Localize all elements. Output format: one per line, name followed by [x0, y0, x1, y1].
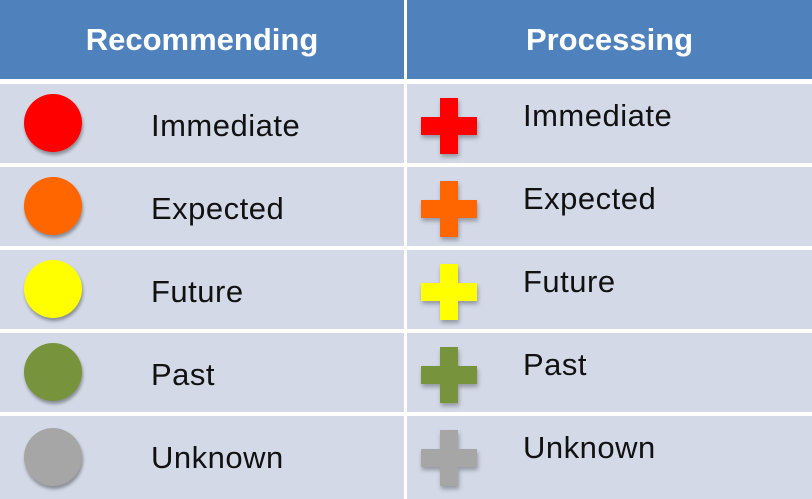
recommending-row-past: Past [0, 333, 404, 412]
recommending-row-immediate: Immediate [0, 84, 404, 163]
processing-row-expected: Expected [407, 167, 812, 246]
processing-row-unknown: Unknown [407, 416, 812, 499]
processing-header: Processing [407, 0, 812, 79]
recommending-row-expected: Expected [0, 167, 404, 246]
red-cross-icon [421, 98, 477, 154]
processing-label: Future [523, 264, 616, 299]
orange-circle-icon [24, 177, 82, 235]
gray-circle-icon [24, 428, 82, 486]
recommending-label: Unknown [151, 440, 284, 475]
recommending-row-future: Future [0, 250, 404, 329]
processing-label: Unknown [523, 430, 656, 465]
processing-label: Expected [523, 181, 657, 216]
recommending-label: Expected [151, 191, 285, 226]
red-circle-icon [24, 94, 82, 152]
recommending-label: Past [151, 357, 216, 392]
recommending-label: Future [151, 274, 244, 309]
gray-cross-icon [421, 430, 477, 486]
yellow-cross-icon [421, 264, 477, 320]
processing-row-future: Future [407, 250, 812, 329]
processing-label: Immediate [523, 98, 673, 133]
processing-label: Past [523, 347, 588, 382]
orange-cross-icon [421, 181, 477, 237]
green-circle-icon [24, 343, 82, 401]
processing-row-immediate: Immediate [407, 84, 812, 163]
recommending-header: Recommending [0, 0, 404, 79]
recommending-row-unknown: Unknown [0, 416, 404, 499]
yellow-circle-icon [24, 260, 82, 318]
green-cross-icon [421, 347, 477, 403]
processing-row-past: Past [407, 333, 812, 412]
recommending-label: Immediate [151, 108, 301, 143]
